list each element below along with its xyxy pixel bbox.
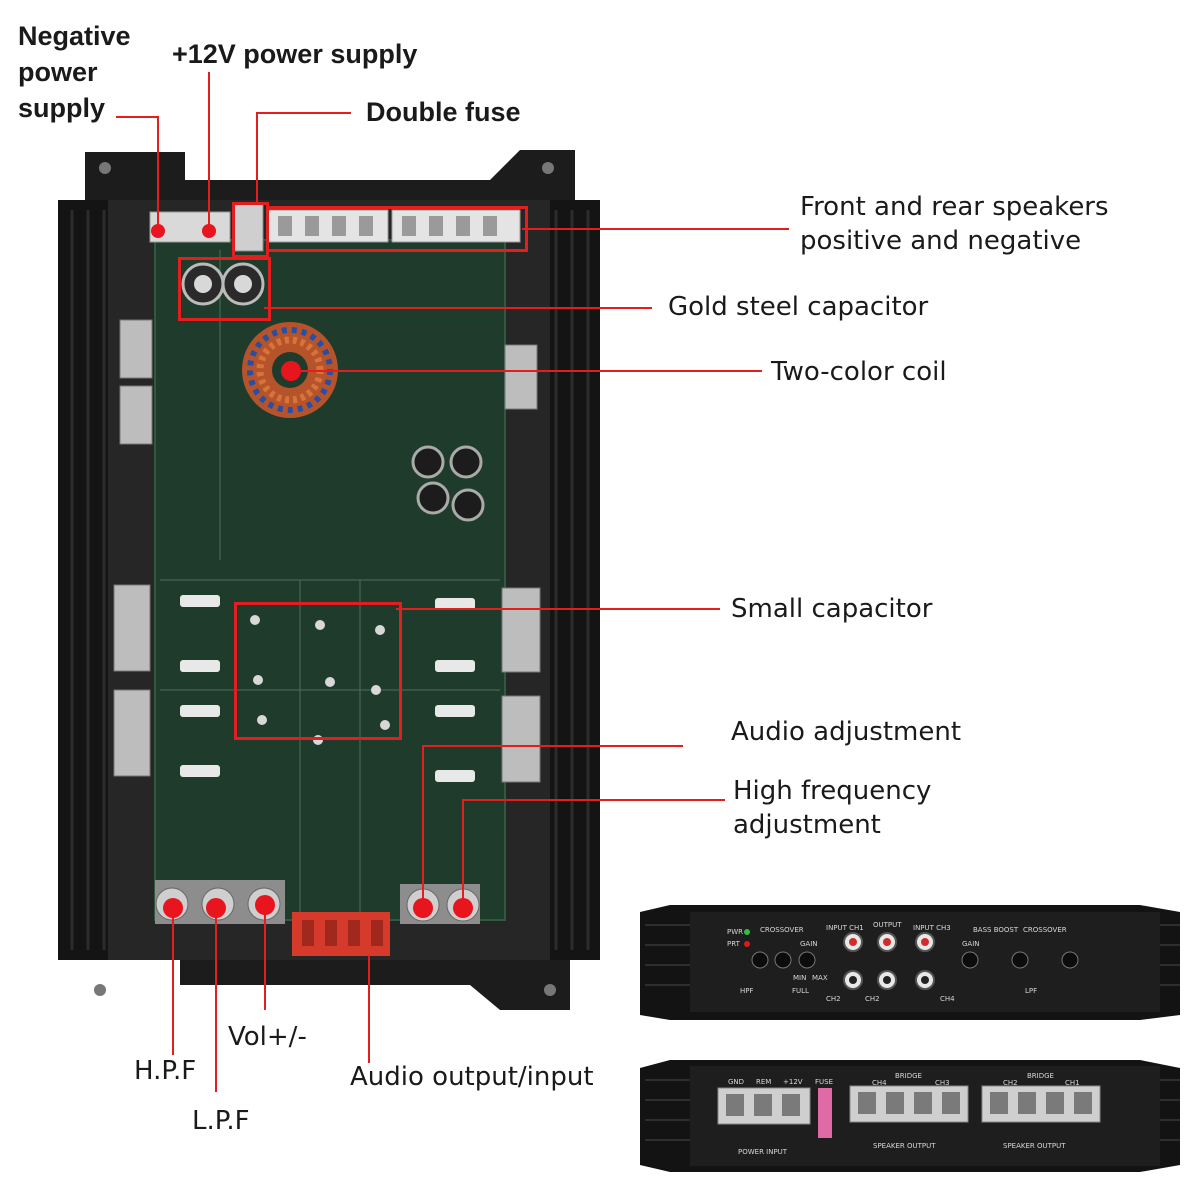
crossover2-label: CROSSOVER — [1023, 926, 1067, 934]
leader-audio-adj-h — [423, 745, 683, 747]
leader-hpf-v — [172, 908, 174, 1055]
prt-label: PRT — [727, 940, 741, 948]
ch2b-panel-label: CH2 — [865, 995, 880, 1003]
crossover-label: CROSSOVER — [760, 926, 804, 934]
rear-ch4-label: CH4 — [872, 1079, 887, 1087]
pwr-label: PWR — [727, 928, 743, 936]
capacitor-highlight-box — [178, 257, 271, 321]
label-lpf: L.P.F — [192, 1106, 250, 1136]
label-vol: Vol+/- — [228, 1022, 307, 1052]
dot-audio-adj — [413, 898, 433, 918]
dot-hpf — [163, 898, 183, 918]
filter-capacitors — [411, 445, 485, 522]
leader-fuse-h — [256, 112, 351, 114]
leader-coil-h — [290, 370, 762, 372]
gold-steel-capacitors — [181, 262, 265, 306]
leader-speakers-h — [522, 228, 789, 230]
leader-lpf-v — [215, 908, 217, 1092]
rear-ch2-label: CH2 — [1003, 1079, 1018, 1087]
leader-hf-adj-h — [463, 799, 725, 801]
power-transistors — [113, 319, 541, 783]
dot-coil — [281, 361, 301, 381]
leader-audio-io-v — [368, 955, 370, 1063]
hpf-panel-label: HPF — [740, 987, 754, 995]
small-capacitor-highlight-box — [234, 602, 402, 740]
front-panel-labels: PWR PRT CROSSOVER GAIN INPUT CH1 OUTPUT … — [727, 921, 1067, 1003]
rear-panel-view — [640, 1060, 1180, 1172]
leader-audio-adj-v — [422, 745, 424, 908]
gain2-label: GAIN — [962, 940, 980, 948]
bridge-label-1: BRIDGE — [895, 1072, 922, 1080]
speaker-output-label-1: SPEAKER OUTPUT — [873, 1142, 936, 1150]
leader-fuse-v — [256, 112, 258, 205]
fuse-label: FUSE — [815, 1078, 833, 1086]
label-hpf: H.P.F — [134, 1056, 197, 1086]
bridge-label-2: BRIDGE — [1027, 1072, 1054, 1080]
dot-12v — [202, 224, 216, 238]
label-high-frequency-adjustment: High frequency adjustment — [733, 776, 932, 840]
full-panel-label: FULL — [792, 987, 809, 995]
leader-negative-v — [157, 116, 159, 231]
lpf-panel-label: LPF — [1025, 987, 1037, 995]
ch2-panel-label: CH2 — [826, 995, 841, 1003]
small-components — [180, 595, 475, 782]
input-ch1-label: INPUT CH1 — [826, 924, 864, 932]
rear-panel-labels: GND REM +12V FUSE BRIDGE BRIDGE CH4 CH3 … — [728, 1072, 1080, 1156]
dot-negative — [151, 224, 165, 238]
label-audio-adjustment: Audio adjustment — [731, 717, 962, 747]
label-12v-power-supply: +12V power supply — [172, 39, 418, 69]
output-label: OUTPUT — [873, 921, 902, 929]
plus12v-label: +12V — [783, 1078, 803, 1086]
leader-gold-cap-h — [264, 307, 652, 309]
dot-hf-adj — [453, 898, 473, 918]
power-terminal-block — [149, 202, 521, 252]
input-ch3-label: INPUT CH3 — [913, 924, 951, 932]
max-panel-label: MAX — [812, 974, 828, 982]
leader-small-cap-h — [396, 608, 720, 610]
leader-12v-v — [208, 72, 210, 231]
speaker-terminal-highlight-box — [266, 206, 528, 252]
leader-negative-h — [116, 116, 158, 118]
ch4-panel-label: CH4 — [940, 995, 955, 1003]
amplifier-chassis — [58, 150, 600, 1010]
gnd-label: GND — [728, 1078, 744, 1086]
gain-label: GAIN — [800, 940, 818, 948]
rem-label: REM — [756, 1078, 771, 1086]
label-negative-power-supply: Negative power supply — [18, 21, 131, 123]
dot-lpf — [206, 898, 226, 918]
leader-hf-adj-v — [462, 799, 464, 908]
rear-ch3-label: CH3 — [935, 1079, 950, 1087]
label-front-rear-speakers: Front and rear speakers positive and neg… — [800, 192, 1109, 256]
leader-vol-v — [264, 905, 266, 1010]
label-audio-output-input: Audio output/input — [350, 1062, 594, 1092]
label-double-fuse: Double fuse — [366, 97, 521, 127]
label-two-color-coil: Two-color coil — [771, 357, 947, 387]
rear-ch1-label: CH1 — [1065, 1079, 1080, 1087]
bass-boost-label: BASS BOOST — [973, 926, 1019, 934]
speaker-output-label-2: SPEAKER OUTPUT — [1003, 1142, 1066, 1150]
terminal-highlight-box — [232, 202, 269, 258]
dot-vol — [255, 895, 275, 915]
min-panel-label: MIN — [793, 974, 806, 982]
label-gold-steel-capacitor: Gold steel capacitor — [668, 292, 929, 322]
power-input-label: POWER INPUT — [738, 1148, 788, 1156]
label-small-capacitor: Small capacitor — [731, 594, 933, 624]
front-panel-view — [640, 905, 1180, 1020]
